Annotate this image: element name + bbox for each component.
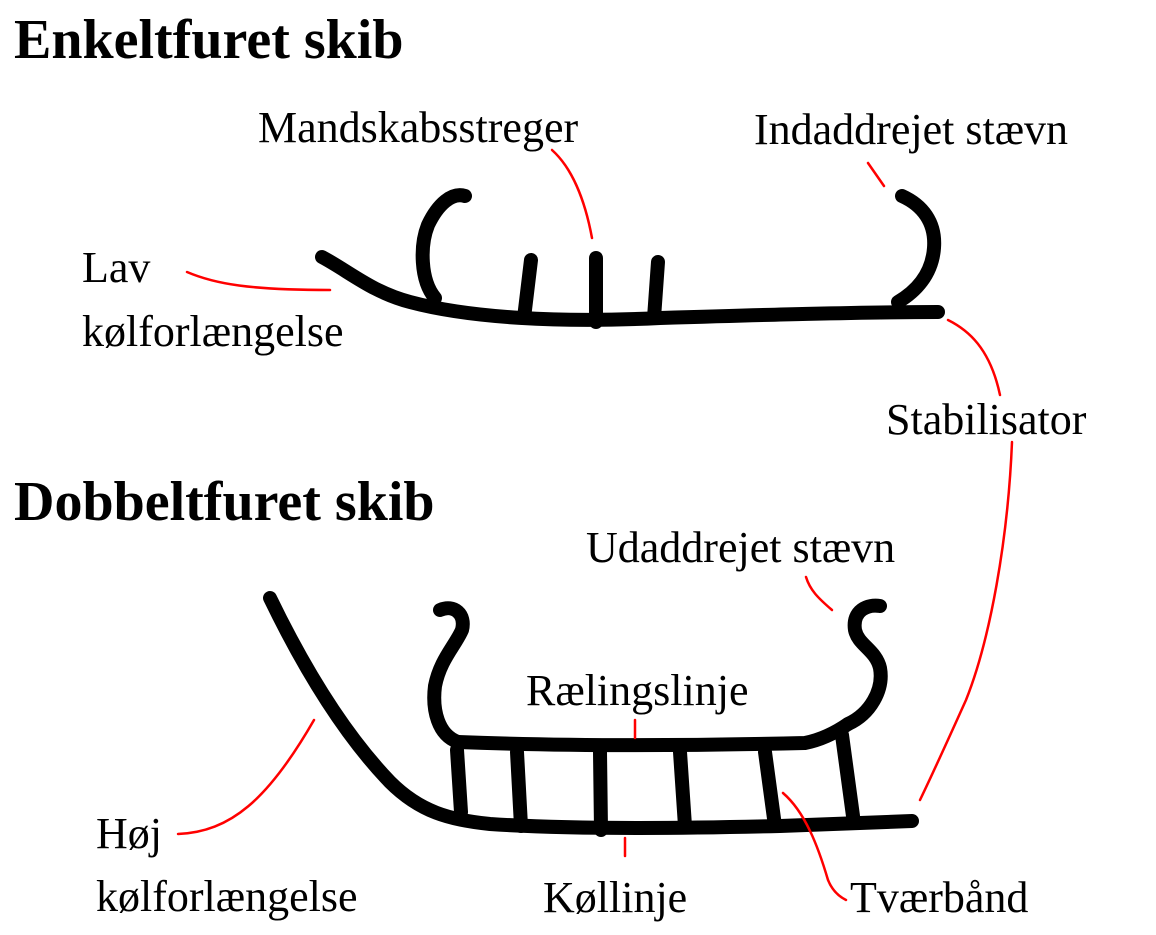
label-gunwale-line: Rælingslinje xyxy=(526,666,748,715)
single-ship-inward-stem xyxy=(891,189,942,309)
double-ship-crossbar xyxy=(835,728,860,823)
leader-high-keel-extension xyxy=(176,718,316,836)
double-ship-crossbar xyxy=(673,745,692,833)
single-ship-crew-mark xyxy=(647,255,665,325)
title-double-furrowed-ship: Dobbeltfuret skib xyxy=(14,471,435,533)
label-crew-marks: Mandskabsstreger xyxy=(258,103,578,152)
label-high-keel-extension-line1: Høj xyxy=(96,809,162,858)
double-ship-aft-stem xyxy=(427,601,470,749)
double-ship-crossbar xyxy=(510,745,528,833)
label-outward-stem: Udaddrejet stævn xyxy=(586,523,895,572)
single-ship-aft-stem xyxy=(415,188,472,305)
single-furrowed-ship-drawing xyxy=(315,188,945,329)
label-high-keel-extension-line2: kølforlængelse xyxy=(96,872,358,921)
label-keel-line: Køllinje xyxy=(543,873,687,922)
title-single-furrowed-ship: Enkeltfuret skib xyxy=(14,9,403,71)
leader-crossbars xyxy=(781,791,848,902)
double-ship-keel-with-high-extension xyxy=(263,591,919,835)
double-ship-crossbar xyxy=(450,743,468,819)
label-low-keel-extension-line1: Lav xyxy=(82,243,150,292)
leader-stabilizer-single xyxy=(946,318,1002,397)
leader-crew-marks xyxy=(550,148,594,240)
leader-stabilizer-double xyxy=(918,440,1014,802)
leader-inward-stem xyxy=(866,161,886,188)
leader-lines xyxy=(176,148,1014,902)
label-inward-stem: Indaddrejet stævn xyxy=(754,105,1068,154)
single-ship-keel-line xyxy=(315,250,945,327)
label-stabilizer: Stabilisator xyxy=(886,395,1087,444)
label-low-keel-extension-line2: kølforlængelse xyxy=(82,307,344,356)
single-ship-crew-mark xyxy=(517,253,538,325)
leader-low-keel-extension xyxy=(185,270,332,292)
double-ship-crossbar xyxy=(593,745,608,837)
double-ship-outward-stem xyxy=(841,598,888,731)
leader-outward-stem xyxy=(804,575,834,612)
label-crossbars: Tværbånd xyxy=(850,873,1028,922)
double-ship-crossbar xyxy=(758,745,782,833)
double-furrowed-ship-drawing xyxy=(263,591,919,837)
double-ship-gunwale-line xyxy=(451,717,855,753)
